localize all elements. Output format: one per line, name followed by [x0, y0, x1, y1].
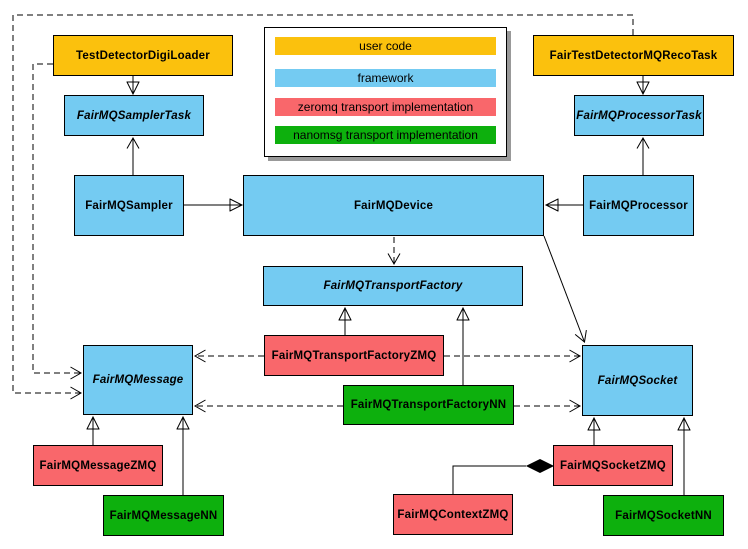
class-box-fairmqtransportfactoryzmq: FairMQTransportFactoryZMQ	[264, 335, 444, 376]
legend-label: framework	[357, 71, 414, 85]
class-box-fairmqtransportfactory: FairMQTransportFactory	[263, 266, 523, 306]
class-label: FairMQDevice	[353, 199, 434, 212]
legend-label: user code	[359, 39, 412, 53]
class-label: TestDetectorDigiLoader	[76, 49, 210, 62]
class-box-fairmqdevice: FairMQDevice	[243, 175, 544, 236]
class-label: FairTestDetectorMQRecoTask	[549, 49, 718, 62]
edge-contextzmq-socketzmq-composition	[452, 465, 526, 494]
legend-item-user-code: user code	[275, 37, 496, 55]
legend: user code framework zeromq transport imp…	[264, 27, 507, 157]
class-label: FairMQContextZMQ	[397, 508, 509, 521]
class-box-fairmqmessagezmq: FairMQMessageZMQ	[33, 445, 163, 486]
composition-diamond	[525, 458, 555, 474]
class-box-fairmqsampler: FairMQSampler	[74, 175, 184, 236]
class-box-fairmqmessagenn: FairMQMessageNN	[103, 495, 224, 536]
class-label: FairMQSocket	[597, 374, 678, 387]
class-box-fairmqcontextzmq: FairMQContextZMQ	[393, 494, 513, 535]
edge-recotask-message-dependency	[12, 14, 634, 400]
class-label: FairMQSamplerTask	[76, 109, 192, 122]
class-label: FairMQSampler	[85, 199, 173, 212]
class-box-fairmqsocket: FairMQSocket	[582, 345, 693, 416]
class-box-testdetectordigiloader: TestDetectorDigiLoader	[53, 35, 233, 76]
edge-digiloader-message-dependency	[32, 63, 83, 380]
class-box-fairmqprocessor: FairMQProcessor	[583, 175, 694, 236]
class-label: FairMQMessageNN	[109, 509, 218, 522]
class-box-fairmqprocessortask: FairMQProcessorTask	[574, 95, 704, 136]
legend-label: zeromq transport implementation	[297, 100, 474, 114]
class-label: FairMQMessage	[92, 374, 184, 386]
class-box-fairmqsocketzmq: FairMQSocketZMQ	[553, 445, 673, 486]
class-label: FairMQSocketZMQ	[560, 459, 666, 472]
class-label: FairMQSocketNN	[615, 509, 712, 522]
class-box-fairtestdetectormqrecotask: FairTestDetectorMQRecoTask	[533, 35, 734, 76]
legend-label: nanomsg transport implementation	[293, 128, 478, 142]
class-label: FairMQProcessorTask	[576, 109, 702, 122]
class-label: FairMQMessageZMQ	[39, 459, 157, 472]
class-label: FairMQTransportFactoryNN	[350, 399, 507, 411]
legend-item-nanomsg: nanomsg transport implementation	[275, 126, 496, 144]
legend-item-zeromq: zeromq transport implementation	[275, 98, 496, 116]
legend-item-framework: framework	[275, 69, 496, 87]
edge-device-socket-association	[543, 235, 587, 343]
class-label: FairMQTransportFactoryZMQ	[271, 349, 437, 362]
class-box-fairmqsocketnn: FairMQSocketNN	[603, 495, 724, 536]
class-box-fairmqtransportfactorynn: FairMQTransportFactoryNN	[343, 385, 514, 425]
class-label: FairMQTransportFactory	[323, 280, 463, 292]
class-box-fairmqmessage: FairMQMessage	[83, 345, 193, 415]
class-label: FairMQProcessor	[589, 199, 688, 212]
class-box-fairmqsamplertask: FairMQSamplerTask	[64, 95, 204, 136]
